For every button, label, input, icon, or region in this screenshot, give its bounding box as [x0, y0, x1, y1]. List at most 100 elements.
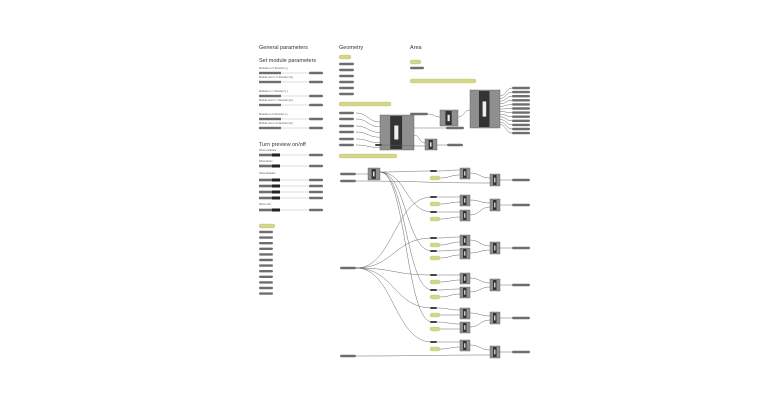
param-node[interactable] [339, 117, 354, 121]
param-node[interactable] [512, 283, 530, 287]
wire [439, 293, 461, 298]
param-node[interactable] [339, 143, 354, 147]
toggle-label: Show facades [259, 172, 276, 175]
panel-node[interactable] [429, 346, 441, 352]
panel-node[interactable] [409, 59, 422, 65]
toggle-value[interactable] [272, 164, 280, 168]
param-node[interactable] [446, 126, 464, 130]
panel-node[interactable] [429, 279, 441, 285]
relay-node[interactable] [430, 250, 437, 252]
wire [427, 113, 441, 118]
toggle-value[interactable] [272, 196, 280, 200]
param-node[interactable] [340, 179, 356, 183]
wire [499, 87, 513, 97]
relay-node[interactable] [430, 289, 437, 291]
param-node[interactable] [512, 95, 530, 98]
param-node[interactable] [512, 111, 530, 114]
panel-node[interactable] [429, 294, 441, 300]
relay-node[interactable] [375, 144, 382, 146]
param-node[interactable] [339, 130, 354, 134]
panel-node[interactable] [258, 223, 276, 229]
param-node[interactable] [259, 247, 273, 250]
param-node[interactable] [512, 246, 530, 250]
param-node[interactable] [512, 103, 530, 106]
param-node[interactable] [259, 292, 273, 295]
relay-node[interactable] [430, 307, 437, 309]
param-node[interactable] [259, 253, 273, 256]
param-node[interactable] [512, 203, 530, 207]
param-node[interactable] [339, 92, 354, 96]
param-node[interactable] [512, 90, 530, 94]
param-node[interactable] [339, 74, 354, 78]
param-node[interactable] [340, 172, 356, 176]
relay-node[interactable] [430, 274, 437, 276]
wire [439, 201, 461, 205]
panel-node[interactable] [429, 255, 441, 261]
panel-node[interactable] [429, 216, 441, 222]
toggle-value[interactable] [272, 190, 280, 194]
wire [355, 180, 491, 184]
panel-node[interactable] [409, 78, 477, 84]
panel-node[interactable] [338, 101, 392, 107]
toggle-value[interactable] [272, 178, 280, 182]
param-node[interactable] [410, 66, 424, 70]
slider-label-box [259, 103, 281, 107]
relay-node[interactable] [430, 170, 437, 172]
param-node[interactable] [339, 137, 354, 141]
param-node[interactable] [259, 230, 273, 234]
relay-node[interactable] [430, 341, 437, 343]
param-node[interactable] [512, 115, 530, 118]
param-node[interactable] [512, 350, 530, 354]
wire [469, 172, 491, 179]
param-node[interactable] [447, 143, 463, 147]
param-node[interactable] [259, 270, 273, 273]
param-node[interactable] [340, 354, 356, 358]
param-node[interactable] [512, 123, 530, 127]
param-node[interactable] [512, 99, 530, 102]
slider-label-box [259, 117, 281, 121]
panel-node[interactable] [429, 175, 441, 181]
param-node[interactable] [340, 266, 356, 270]
param-node[interactable] [512, 178, 530, 182]
param-node[interactable] [259, 242, 273, 245]
wire [499, 113, 513, 117]
param-node[interactable] [512, 86, 530, 90]
param-node[interactable] [259, 264, 273, 267]
relay-node[interactable] [430, 196, 437, 198]
param-node[interactable] [259, 258, 273, 262]
panel-node[interactable] [429, 201, 441, 207]
param-node[interactable] [259, 275, 273, 278]
panel-node[interactable] [338, 54, 352, 60]
param-node[interactable] [339, 80, 354, 84]
panel-node[interactable] [429, 312, 441, 318]
param-node[interactable] [512, 119, 530, 122]
param-node[interactable] [259, 286, 273, 290]
param-node[interactable] [259, 236, 273, 239]
relay-node[interactable] [430, 237, 437, 239]
relay-node[interactable] [430, 321, 437, 323]
param-node[interactable] [339, 68, 354, 72]
param-node[interactable] [512, 127, 530, 131]
toggle-value[interactable] [272, 208, 280, 212]
param-node[interactable] [410, 112, 428, 116]
toggle-value[interactable] [272, 153, 280, 157]
toggle-label-box [259, 184, 272, 188]
wire [355, 144, 381, 148]
toggle-value[interactable] [272, 184, 280, 188]
param-node[interactable] [339, 124, 354, 128]
param-node[interactable] [512, 131, 530, 135]
relay-node[interactable] [430, 211, 437, 213]
param-node[interactable] [512, 107, 530, 110]
param-node[interactable] [339, 111, 354, 115]
panel-node[interactable] [338, 153, 398, 159]
param-node[interactable] [512, 316, 530, 320]
component-icon [447, 114, 450, 122]
param-node[interactable] [339, 86, 354, 90]
param-node[interactable] [339, 62, 354, 66]
param-node[interactable] [259, 281, 273, 284]
panel-node[interactable] [429, 242, 441, 248]
panel-node[interactable] [429, 326, 441, 332]
slider-label-box [259, 80, 281, 84]
